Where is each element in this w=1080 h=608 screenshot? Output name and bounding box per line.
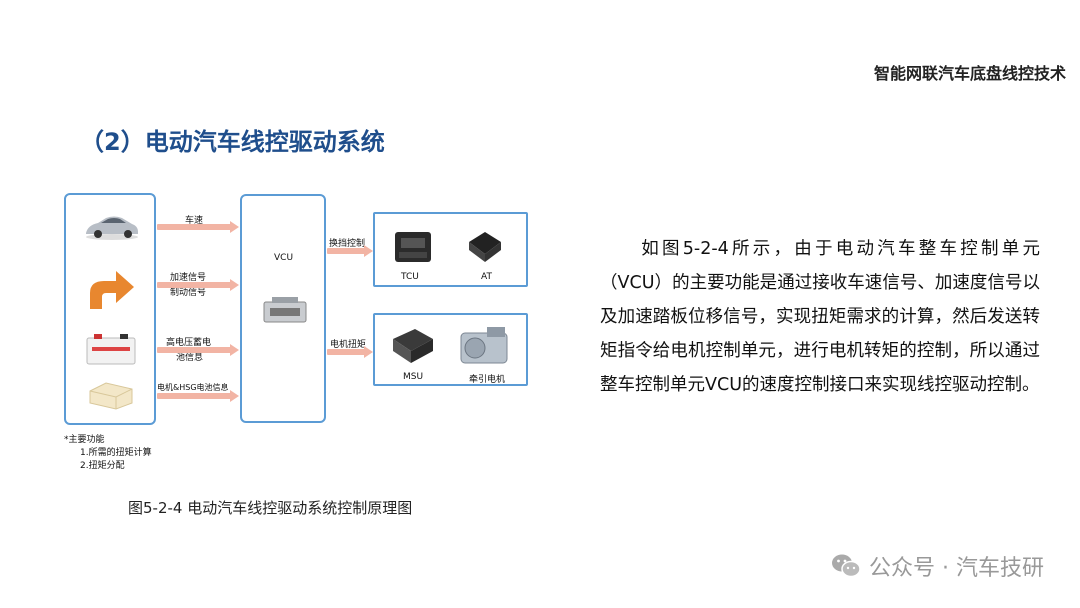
arrow-motor-torque	[327, 346, 373, 358]
output-motor-torque-label: 电机扭矩	[330, 340, 367, 350]
at-chip-icon	[469, 232, 501, 262]
tcu-module-icon	[395, 232, 431, 262]
motor-label: 牵引电机	[469, 375, 506, 385]
car-icon	[86, 216, 138, 240]
signal-accel-label: 加速信号	[170, 273, 207, 283]
notes-heading: *主要功能	[64, 435, 105, 445]
traction-motor-icon	[460, 327, 508, 364]
arrow-shift	[327, 245, 373, 257]
tcu-label: TCU	[401, 272, 419, 282]
arrow-hsg	[157, 390, 239, 402]
section-title: （2）电动汽车线控驱动系统	[80, 128, 385, 156]
vcu-box: VCU	[240, 194, 326, 423]
arrow-accel	[157, 279, 239, 291]
signal-brake-label: 制动信号	[170, 288, 207, 298]
motor-box: MSU 牵引电机	[373, 313, 528, 386]
msu-module-icon	[393, 329, 433, 363]
watermark: 公众号 · 汽车技研	[831, 550, 1044, 582]
at-label: AT	[481, 272, 492, 282]
description-paragraph: 如图5-2-4所示，由于电动汽车整车控制单元（VCU）的主要功能是通过接收车速信…	[600, 232, 1040, 402]
notes-item-1: 1.所需的扭矩计算	[80, 448, 152, 458]
output-shift-label: 换挡控制	[329, 239, 366, 249]
arrow-speed	[157, 221, 239, 233]
accelerator-arrow-icon	[90, 271, 134, 309]
vcu-label: VCU	[274, 253, 294, 263]
watermark-text: 公众号 · 汽车技研	[869, 556, 1044, 581]
signal-battery-label-2: 池信息	[176, 353, 204, 363]
transmission-box: TCU AT	[373, 212, 528, 287]
hsg-battery-icon	[89, 382, 133, 410]
arrow-battery	[157, 344, 239, 356]
input-column-box	[64, 193, 156, 425]
wechat-icon	[832, 554, 861, 578]
msu-label: MSU	[403, 372, 424, 382]
notes-item-2: 2.扭矩分配	[80, 461, 125, 471]
signal-hsg-label: 电机&HSG电池信息	[157, 383, 229, 392]
figure-caption: 图5-2-4 电动汽车线控驱动系统控制原理图	[128, 499, 413, 517]
paragraph-text: 如图5-2-4所示，由于电动汽车整车控制单元（VCU）的主要功能是通过接收车速信…	[600, 239, 1040, 395]
battery-icon	[86, 334, 136, 365]
function-notes: *主要功能 1.所需的扭矩计算 2.扭矩分配	[64, 434, 152, 473]
signal-speed-label: 车速	[185, 216, 204, 226]
signal-battery-label-1: 高电压蓄电	[166, 338, 212, 348]
header-title: 智能网联汽车底盘线控技术	[873, 64, 1066, 83]
vcu-module-icon	[263, 297, 307, 323]
